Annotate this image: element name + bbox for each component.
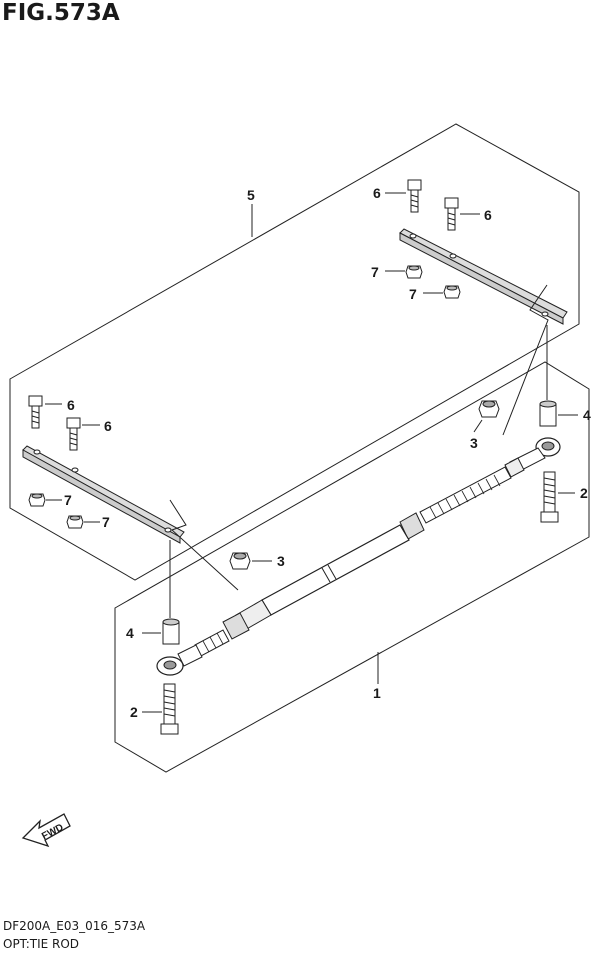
callout-7c: 7 [64, 492, 72, 508]
nut-3-right [478, 400, 500, 418]
nut-7-lower-a [28, 493, 46, 507]
callout-7b: 7 [409, 286, 417, 302]
figure-description: OPT:TIE ROD [3, 937, 80, 951]
bolt-6-lower-b [66, 417, 81, 451]
figure-title: FIG.573A [2, 0, 120, 26]
callout-6d: 6 [104, 418, 112, 434]
callout-4b: 4 [126, 625, 134, 641]
assembly-guide-right [502, 284, 549, 436]
bolt-6-upper-a [407, 179, 422, 213]
callout-1: 1 [373, 685, 381, 701]
bolt-6-lower-a [28, 395, 43, 429]
nut-7-upper-a [405, 265, 423, 279]
callout-6a: 6 [373, 185, 381, 201]
callout-2b: 2 [130, 704, 138, 720]
callout-6c: 6 [67, 397, 75, 413]
nut-7-upper-b [443, 285, 461, 299]
callout-4a: 4 [583, 407, 591, 423]
assembly-guide-left [169, 499, 239, 591]
bolt-6-upper-b [444, 197, 459, 231]
tie-rod-assembly [156, 437, 561, 676]
callout-5: 5 [247, 187, 255, 203]
bracket-plate-lower [22, 445, 185, 544]
collar-4-left [162, 618, 180, 645]
callout-3b: 3 [277, 553, 285, 569]
callout-7d: 7 [102, 514, 110, 530]
group-5-box [9, 123, 580, 581]
collar-4-right [539, 400, 557, 427]
nut-3-left [229, 552, 251, 570]
callout-3a: 3 [470, 435, 478, 451]
bracket-plate-upper [399, 228, 568, 325]
group-1-box [114, 361, 590, 773]
forward-arrow-icon: FWD [21, 813, 71, 848]
callout-6b: 6 [484, 207, 492, 223]
callout-2a: 2 [580, 485, 588, 501]
bolt-2-right [540, 471, 559, 523]
bolt-2-left [160, 683, 179, 735]
callout-7a: 7 [371, 264, 379, 280]
figure-code: DF200A_E03_016_573A [3, 919, 146, 933]
leader-3a [473, 419, 483, 433]
nut-7-lower-b [66, 515, 84, 529]
